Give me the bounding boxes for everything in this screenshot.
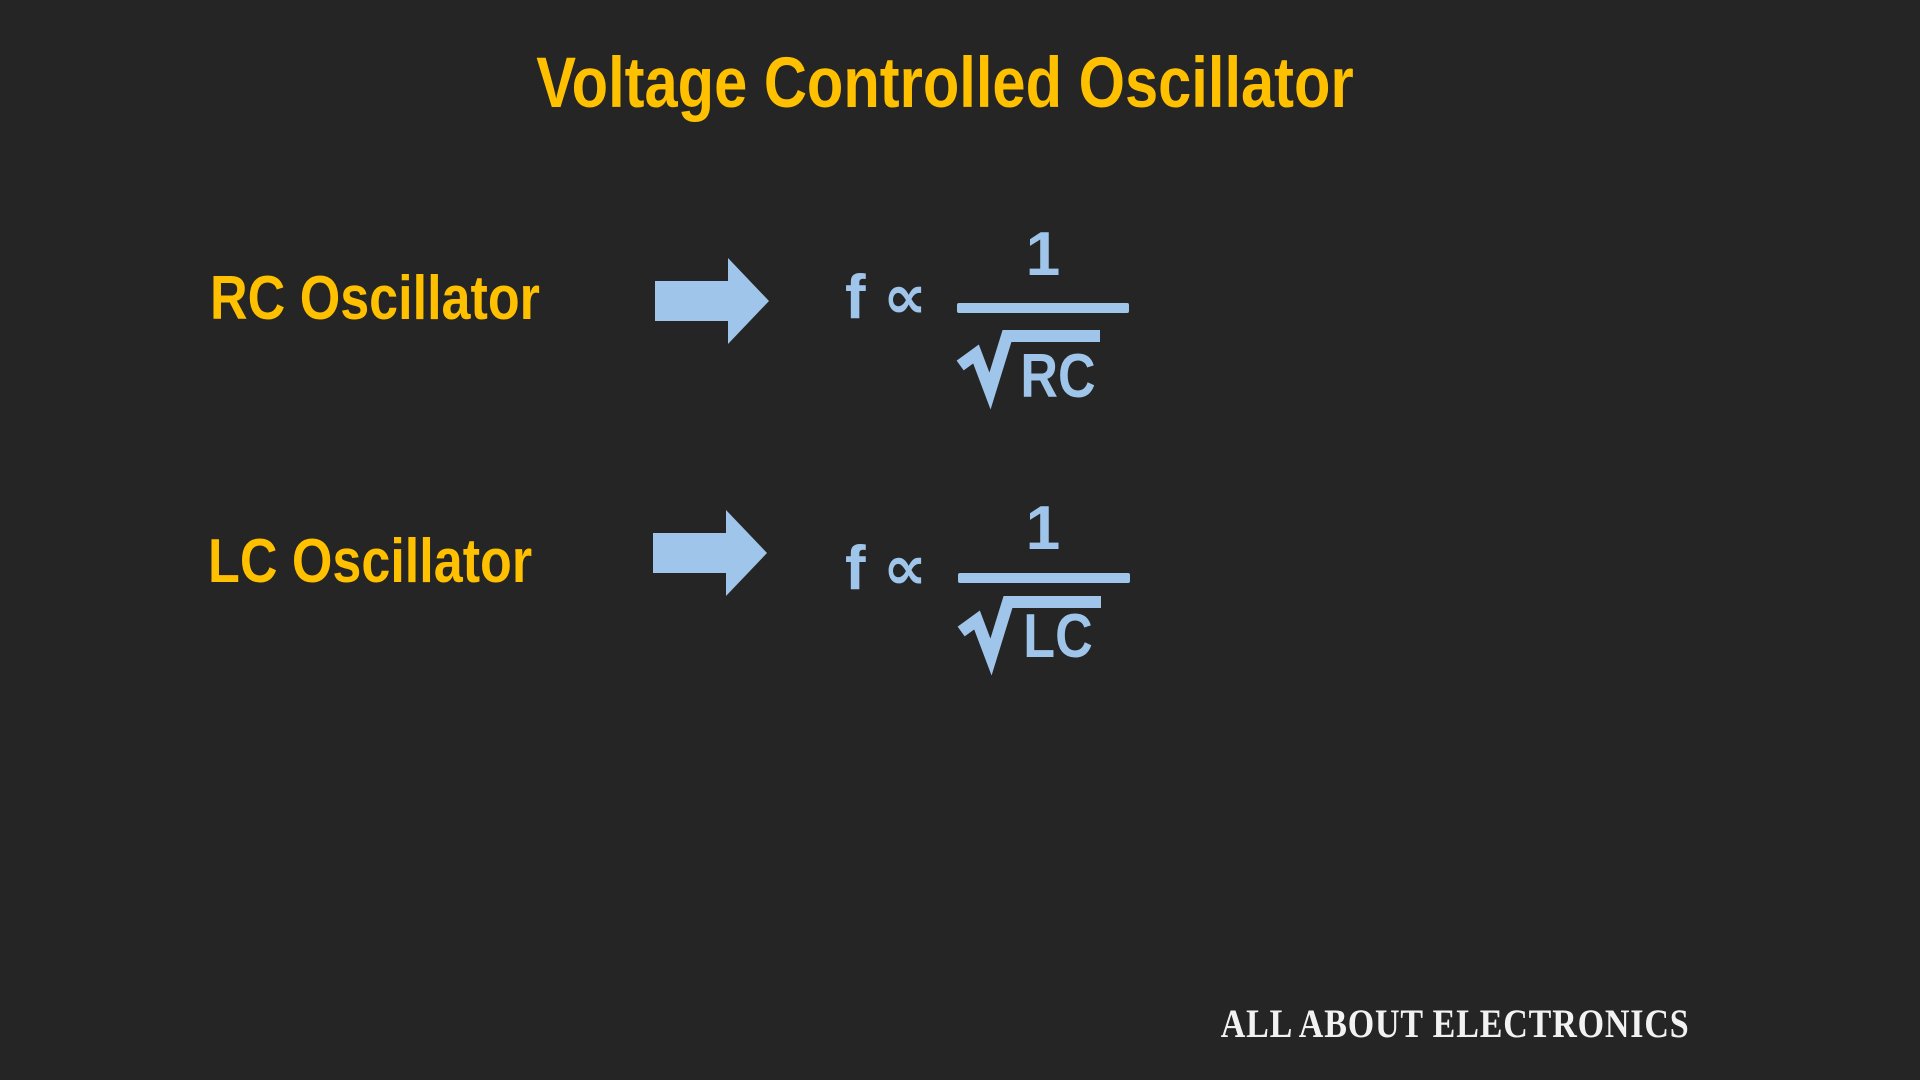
arrow-right-icon xyxy=(655,258,769,344)
slide-title: Voltage Controlled Oscillator xyxy=(536,44,1354,123)
lc-proportionality-text: f ∝ xyxy=(845,534,928,603)
rc-oscillator-label: RC Oscillator xyxy=(210,264,540,333)
lc-fraction-bar xyxy=(958,573,1130,583)
rc-fraction-numerator: 1 xyxy=(1025,220,1061,289)
rc-fraction-bar xyxy=(957,303,1129,313)
lc-radicand-text: LC xyxy=(1023,602,1093,671)
lc-oscillator-label: LC Oscillator xyxy=(208,527,533,596)
square-root-sign-icon xyxy=(957,596,1101,676)
rc-radicand-text: RC xyxy=(1020,342,1096,411)
rc-proportionality-text: f ∝ xyxy=(845,263,928,332)
arrow-right-icon xyxy=(653,510,767,596)
watermark-text: ALL ABOUT ELECTRONICS xyxy=(1221,1001,1690,1046)
lc-fraction-numerator: 1 xyxy=(1025,494,1061,563)
square-root-sign-icon xyxy=(956,330,1100,410)
